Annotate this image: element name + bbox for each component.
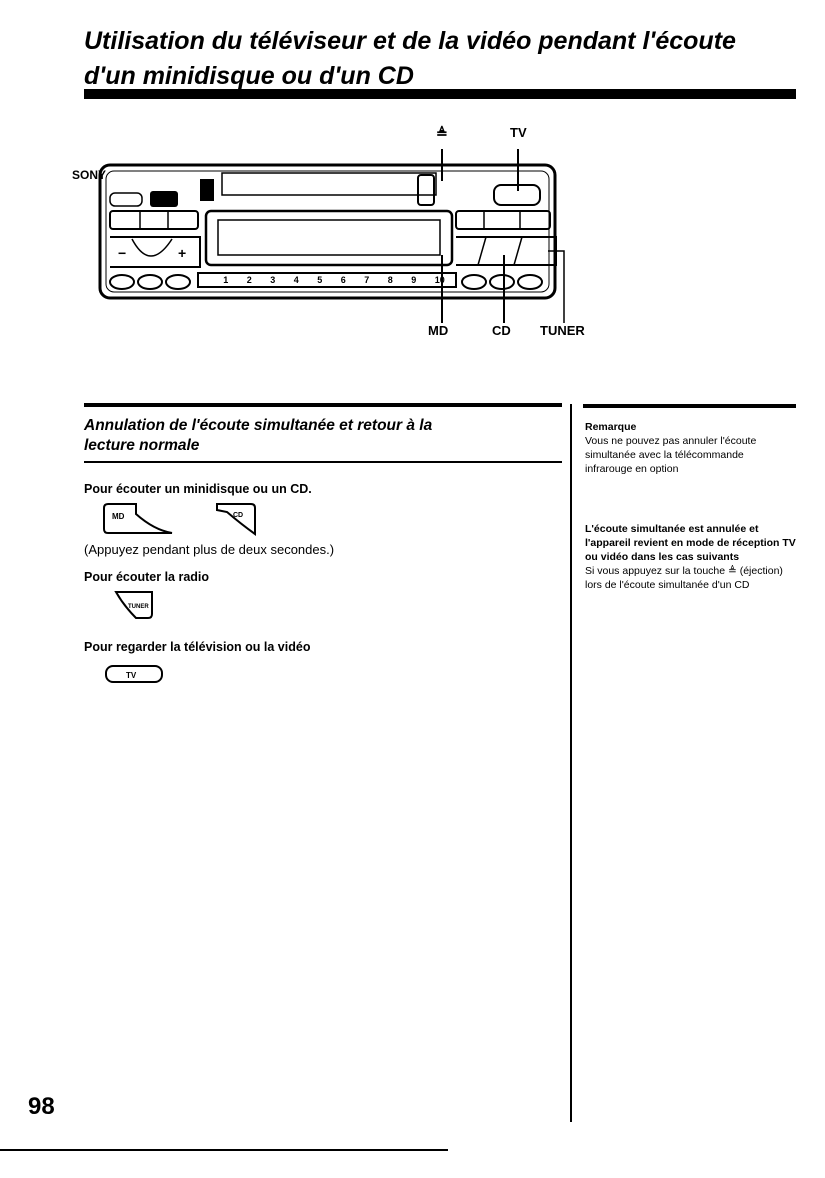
preset-1: 1	[223, 275, 229, 285]
cd-button-text: CD	[233, 512, 243, 519]
tv-label: TV	[510, 125, 527, 140]
svg-text:−: −	[118, 245, 126, 261]
press-duration-note: (Appuyez pendant plus de deux secondes.)	[84, 542, 335, 557]
sidebar-rule	[583, 404, 796, 408]
instruction-radio: Pour écouter la radio	[84, 570, 210, 584]
cd-label: CD	[492, 323, 511, 338]
section-title: Annulation de l'écoute simultanée et ret…	[84, 416, 554, 456]
tv-button-illustration: TV	[105, 665, 163, 683]
instruction-md-cd: Pour écouter un minidisque ou un CD.	[84, 482, 312, 496]
preset-buttons: 1 2 3 4 5 6 7 8 9 10	[214, 273, 454, 287]
page-title: Utilisation du téléviseur et de la vidéo…	[84, 24, 804, 94]
section-rule-top	[84, 403, 562, 407]
cancel-title: L'écoute simultanée est annulée et l'app…	[585, 523, 796, 563]
tuner-label: TUNER	[540, 323, 585, 338]
column-divider	[570, 404, 572, 1122]
remark-title: Remarque	[585, 421, 637, 433]
section-rule-bottom	[84, 461, 562, 463]
section-title-line-2: lecture normale	[84, 437, 200, 454]
preset-10: 10	[434, 275, 445, 285]
md-button-text: MD	[112, 512, 125, 521]
preset-5: 5	[317, 275, 323, 285]
sony-brand: SONY	[72, 168, 107, 182]
remark-block: Remarque Vous ne pouvez pas annuler l'éc…	[585, 420, 800, 476]
head-unit-diagram: − + SONY 1 2 3 4	[0, 115, 825, 355]
tv-button-text: TV	[126, 671, 137, 680]
preset-7: 7	[364, 275, 370, 285]
title-line-2: d'un minidisque ou d'un CD	[84, 62, 414, 90]
section-title-line-1: Annulation de l'écoute simultanée et ret…	[84, 417, 433, 434]
md-label: MD	[428, 323, 449, 338]
preset-4: 4	[293, 275, 299, 285]
cancel-body: Si vous appuyez sur la touche ≜ (éjectio…	[585, 565, 783, 591]
title-rule	[84, 89, 796, 99]
preset-2: 2	[246, 275, 252, 285]
page-number: 98	[28, 1093, 55, 1120]
preset-9: 9	[411, 275, 417, 285]
svg-text:+: +	[178, 245, 186, 261]
tuner-button-text: TUNER	[128, 604, 149, 610]
preset-6: 6	[340, 275, 346, 285]
tuner-button-illustration: TUNER	[114, 591, 153, 619]
cancel-cases-block: L'écoute simultanée est annulée et l'app…	[585, 522, 800, 592]
preset-8: 8	[387, 275, 393, 285]
preset-3: 3	[270, 275, 276, 285]
md-button-illustration: MD	[103, 503, 173, 534]
instruction-tv: Pour regarder la télévision ou la vidéo	[84, 640, 311, 654]
head-unit-drawing: − +	[98, 149, 565, 323]
eject-label: ≜	[436, 125, 448, 141]
remark-body: Vous ne pouvez pas annuler l'écoute simu…	[585, 435, 757, 475]
footer-rule	[0, 1149, 448, 1151]
cd-button-illustration: CD	[216, 503, 256, 536]
title-line-1: Utilisation du téléviseur et de la vidéo…	[84, 27, 736, 55]
